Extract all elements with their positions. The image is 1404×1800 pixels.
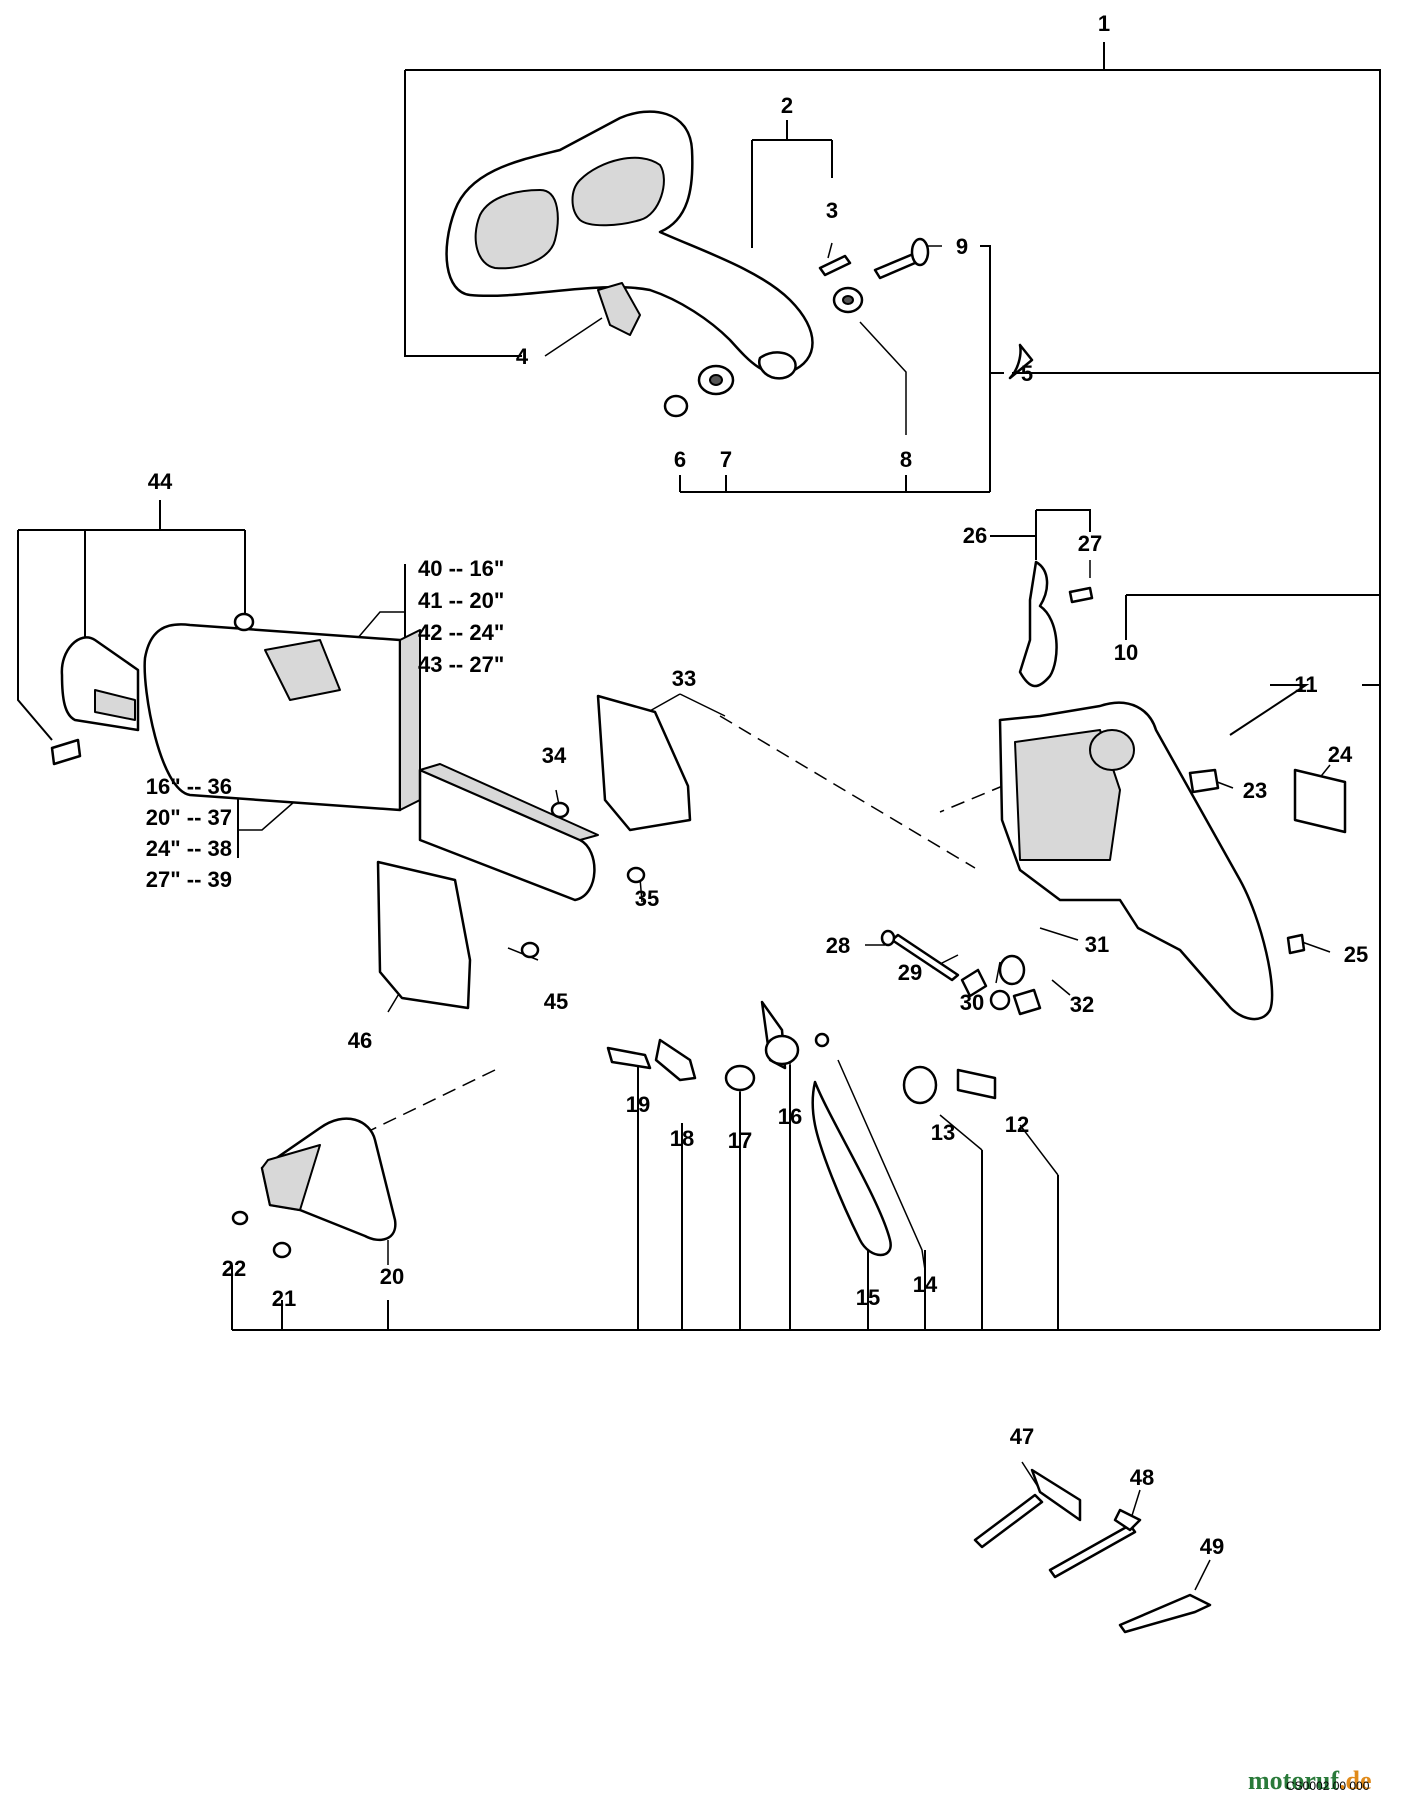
callout-30: 30 — [960, 990, 984, 1015]
callout-17: 17 — [728, 1128, 752, 1153]
side-plates — [376, 694, 692, 1010]
callout-5: 5 — [1021, 361, 1033, 386]
bar-plate-left — [50, 612, 255, 766]
chain-brake-parts — [1018, 560, 1347, 955]
callout-48: 48 — [1130, 1465, 1154, 1490]
callout-14: 14 — [913, 1272, 938, 1297]
callout-labels: 1 2 3 4 5 6 7 8 9 10 11 12 13 14 15 16 1… — [146, 11, 1368, 1559]
callout-7: 7 — [720, 447, 732, 472]
chain-size-39: 27" -- 39 — [146, 867, 232, 892]
callout-6: 6 — [674, 447, 686, 472]
callout-20: 20 — [380, 1264, 404, 1289]
bar-size-42: 42 -- 24" — [418, 620, 504, 645]
chain-catcher-illustration — [231, 1117, 397, 1259]
brake-band-parts — [606, 1000, 997, 1257]
watermark: motoruf.de — [1248, 1766, 1371, 1796]
guide-bar-illustration — [143, 623, 599, 902]
callout-22: 22 — [222, 1256, 246, 1281]
chain-size-37: 20" -- 37 — [146, 805, 232, 830]
chain-size-38: 24" -- 38 — [146, 836, 232, 861]
callout-3: 3 — [826, 198, 838, 223]
bar-size-40: 40 -- 16" — [418, 556, 504, 581]
callout-9: 9 — [956, 234, 968, 259]
bar-size-41: 41 -- 20" — [418, 588, 504, 613]
watermark-main: motoruf — [1248, 1766, 1339, 1795]
callout-2: 2 — [781, 93, 793, 118]
callout-49: 49 — [1200, 1534, 1224, 1559]
callout-33: 33 — [672, 666, 696, 691]
watermark-suffix: .de — [1338, 1766, 1372, 1795]
callout-25: 25 — [1344, 942, 1368, 967]
chain-size-36: 16" -- 36 — [146, 774, 232, 799]
callout-47: 47 — [1010, 1424, 1034, 1449]
tensioner-parts — [880, 929, 1042, 1016]
handle-bolt-parts — [597, 237, 930, 418]
callout-28: 28 — [826, 933, 850, 958]
tools-illustration — [973, 1468, 1212, 1634]
callout-31: 31 — [1085, 932, 1109, 957]
callout-24: 24 — [1328, 742, 1353, 767]
callout-35: 35 — [635, 886, 659, 911]
callout-18: 18 — [670, 1126, 694, 1151]
callout-29: 29 — [898, 960, 922, 985]
callout-46: 46 — [348, 1028, 372, 1053]
callout-1: 1 — [1098, 11, 1110, 36]
callout-16: 16 — [778, 1104, 802, 1129]
callout-12: 12 — [1005, 1112, 1029, 1137]
callout-11: 11 — [1294, 672, 1317, 697]
callout-21: 21 — [272, 1286, 296, 1311]
callout-45: 45 — [544, 989, 568, 1014]
diagram-code: CS0002 00 000 — [1286, 1779, 1370, 1793]
callout-44: 44 — [148, 469, 173, 494]
callout-23: 23 — [1243, 778, 1267, 803]
callout-13: 13 — [931, 1120, 955, 1145]
callout-4: 4 — [516, 344, 529, 369]
callout-19: 19 — [626, 1092, 650, 1117]
callout-27: 27 — [1078, 531, 1102, 556]
front-handle-illustration — [445, 110, 814, 380]
callout-32: 32 — [1070, 992, 1094, 1017]
callout-15: 15 — [856, 1285, 880, 1310]
callout-26: 26 — [963, 523, 987, 548]
bar-size-43: 43 -- 27" — [418, 652, 504, 677]
sprocket-cover-illustration — [998, 343, 1274, 1021]
callout-8: 8 — [900, 447, 912, 472]
callout-10: 10 — [1114, 640, 1138, 665]
callout-34: 34 — [542, 743, 567, 768]
